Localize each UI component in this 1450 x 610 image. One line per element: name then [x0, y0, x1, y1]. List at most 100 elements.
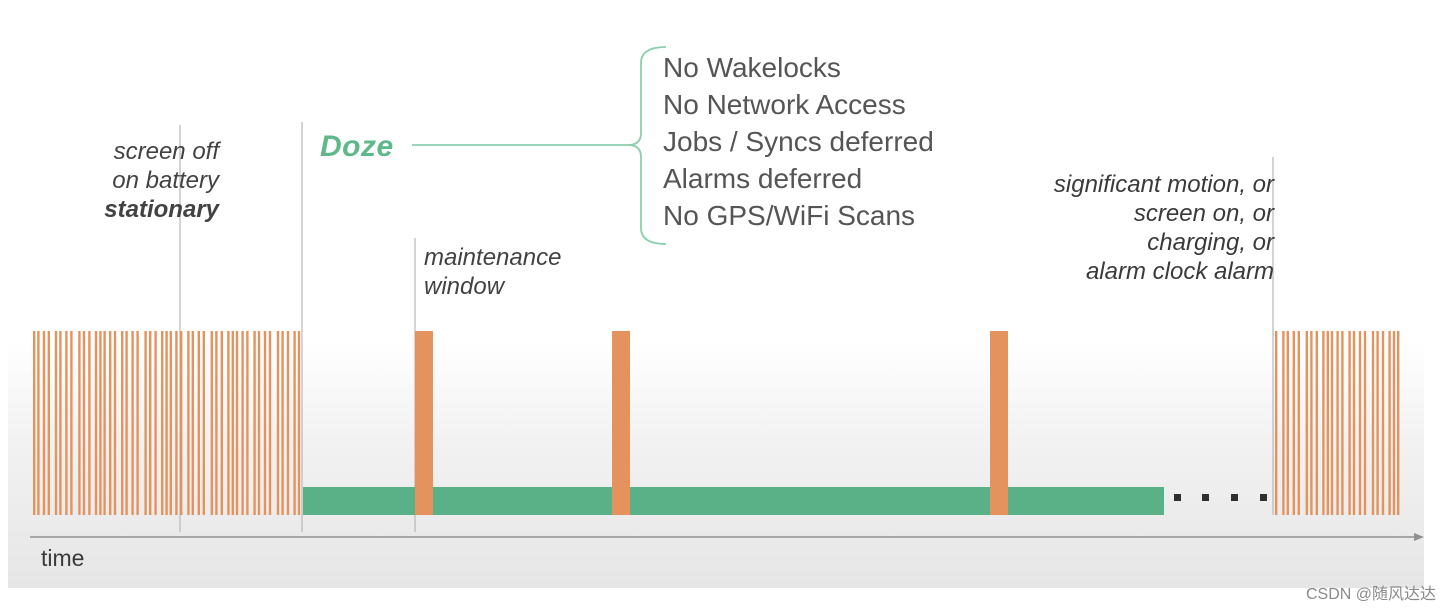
activity-stripe: [1336, 331, 1339, 515]
time-axis-label: time: [41, 545, 85, 571]
activity-stripe: [1348, 331, 1351, 515]
activity-stripe: [1392, 331, 1396, 515]
activity-stripe: [1363, 331, 1367, 515]
activity-stripe: [109, 331, 112, 515]
continuation-dots: [1174, 494, 1267, 501]
activity-stripe: [1286, 331, 1289, 515]
activity-stripe: [47, 331, 50, 515]
maintenance-text: maintenance: [424, 244, 562, 271]
activity-stripe: [235, 331, 239, 515]
activity-stripe: [154, 331, 157, 515]
activity-stripe: [281, 331, 284, 515]
activity-stripe: [1297, 331, 1300, 515]
doze-title: Doze: [320, 130, 394, 163]
activity-stripe: [1376, 331, 1379, 515]
activity-stripe: [82, 331, 86, 515]
restriction-item: No Wakelocks: [663, 52, 841, 83]
activity-stripe: [257, 331, 261, 515]
activity-stripe: [1358, 331, 1362, 515]
exit-condition-item: charging, or: [1147, 229, 1274, 256]
activity-stripe: [1310, 331, 1313, 515]
activity-stripe: [215, 331, 218, 515]
activity-stripe: [276, 331, 280, 515]
activity-stripe: [113, 331, 117, 515]
activity-stripe: [1341, 331, 1344, 515]
restriction-item: Jobs / Syncs deferred: [663, 126, 934, 157]
maintenance-window-label: maintenance window: [424, 243, 561, 301]
doze-exit-conditions: significant motion, or screen on, or cha…: [1018, 170, 1274, 286]
activity-stripe: [37, 331, 40, 515]
restriction-item: Alarms deferred: [663, 163, 863, 194]
activity-stripe: [1275, 331, 1278, 515]
activity-stripe: [1397, 331, 1400, 515]
activity-stripe: [246, 331, 249, 515]
activity-stripe: [144, 331, 147, 515]
curly-brace: [627, 46, 667, 245]
activity-stripe: [220, 331, 223, 515]
activity-stripe: [65, 331, 68, 515]
doze-diagram-slide: screen off on battery stationary Doze No…: [8, 0, 1424, 588]
activity-stripe: [121, 331, 124, 515]
activity-stripe: [33, 331, 36, 515]
restriction-item: No Network Access: [663, 89, 906, 120]
activity-stripe: [131, 331, 134, 515]
activity-stripe: [197, 331, 200, 515]
activity-stripe: [253, 331, 256, 515]
window-text: window: [424, 273, 505, 300]
time-axis: [30, 533, 1424, 541]
activity-stripe: [1282, 331, 1285, 515]
activity-stripe: [59, 331, 62, 515]
activity-stripe: [125, 331, 128, 515]
activity-stripe: [99, 331, 102, 515]
activity-stripe: [210, 331, 213, 515]
maintenance-window-bars: [415, 331, 1008, 515]
activity-stripe: [1371, 331, 1375, 515]
activity-stripe: [1381, 331, 1385, 515]
activity-stripe: [297, 331, 301, 515]
activity-stripe: [78, 331, 81, 515]
on-battery-text: on battery: [112, 167, 219, 194]
activity-stripe: [1352, 331, 1356, 515]
activity-stripe: [231, 331, 234, 515]
activity-stripe: [227, 331, 230, 515]
activity-stripe: [165, 331, 168, 515]
screen-off-condition-label: screen off on battery stationary: [55, 137, 219, 224]
activity-stripe: [202, 331, 205, 515]
activity-stripe: [268, 331, 272, 515]
activity-stripe: [1315, 331, 1318, 515]
activity-stripe: [42, 331, 46, 515]
activity-stripe: [191, 331, 194, 515]
activity-stripe: [54, 331, 58, 515]
doze-restrictions-bracket: [412, 46, 667, 245]
activity-stripe: [263, 331, 267, 515]
activity-stripe: [94, 331, 98, 515]
activity-stripe: [70, 331, 73, 515]
doze-bar-segment: [303, 487, 1164, 515]
activity-stripe: [1388, 331, 1391, 515]
activity-stripe: [1322, 331, 1325, 515]
activity-stripe: [180, 331, 183, 515]
stationary-text: stationary: [104, 196, 219, 223]
activity-stripe: [169, 331, 172, 515]
activity-stripe: [1292, 331, 1295, 515]
activity-bars-after-doze: [1275, 331, 1400, 515]
maintenance-window-bar: [415, 331, 433, 515]
activity-stripe: [88, 331, 91, 515]
activity-stripe: [241, 331, 244, 515]
restriction-item: No GPS/WiFi Scans: [663, 200, 916, 231]
exit-condition-item: alarm clock alarm: [1085, 258, 1274, 285]
doze-restrictions-list: No Wakelocks No Network Access Jobs / Sy…: [663, 49, 934, 234]
activity-stripe: [103, 331, 106, 515]
csdn-watermark: CSDN @随风达达: [1305, 586, 1436, 603]
activity-stripe: [136, 331, 139, 515]
continuation-dot: [1174, 494, 1181, 501]
activity-stripe: [187, 331, 190, 515]
exit-condition-item: significant motion, or: [1053, 171, 1274, 198]
continuation-dot: [1260, 494, 1267, 501]
screen-off-text: screen off: [113, 138, 219, 165]
continuation-dot: [1202, 494, 1209, 501]
activity-stripe: [286, 331, 290, 515]
activity-stripe: [175, 331, 178, 515]
activity-stripe: [1330, 331, 1334, 515]
activity-stripe: [161, 331, 164, 515]
